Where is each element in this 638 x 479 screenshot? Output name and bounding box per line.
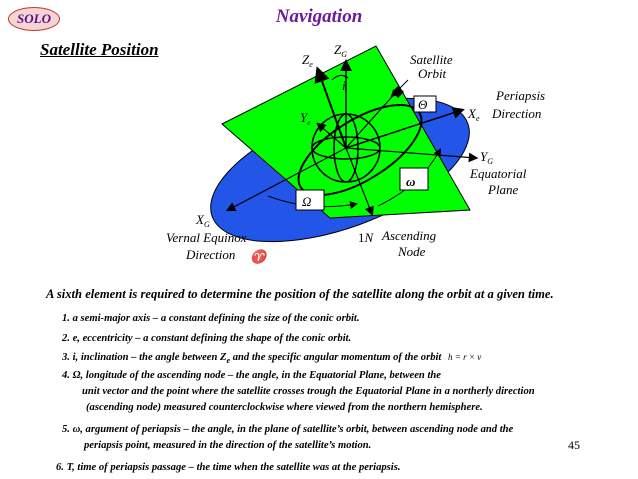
argument-periapsis-label: ω bbox=[406, 174, 415, 189]
ze-axis bbox=[314, 66, 347, 149]
xg-label: XG bbox=[195, 212, 210, 229]
aries-icon: ♈ bbox=[250, 249, 269, 264]
xg-axis bbox=[225, 147, 347, 212]
satellite-icon bbox=[392, 86, 404, 98]
ye-label: Ye bbox=[300, 110, 310, 127]
solo-badge: SOLO bbox=[8, 7, 60, 31]
inclination-arc bbox=[331, 74, 349, 81]
item-inclination-rest: and the specific angular momentum of the… bbox=[230, 352, 442, 363]
item-ascending-node-2: unit vector and the point where the sate… bbox=[82, 386, 535, 397]
satellite-orbit-label: Satellite bbox=[410, 52, 453, 67]
item-ascending-node-1: 4. Ω, longitude of the ascending node – … bbox=[62, 370, 442, 381]
vernal-label-2: Direction bbox=[185, 247, 235, 262]
ascending-node-label-2: Node bbox=[397, 244, 426, 259]
omega-big-box bbox=[295, 189, 325, 211]
page-number: 45 bbox=[568, 438, 580, 452]
item-inclination: 3. i, inclination – the angle between Ze… bbox=[62, 352, 481, 365]
yg-axis bbox=[345, 147, 479, 163]
equatorial-label: Equatorial bbox=[469, 166, 527, 181]
vernal-label: Vernal Equinox bbox=[166, 230, 247, 245]
item-argument-periapsis-1: 5. ω, argument of periapsis – the angle,… bbox=[62, 424, 514, 435]
satellite-pointer bbox=[345, 89, 399, 149]
section-subtitle: Satellite Position bbox=[40, 40, 159, 59]
ascending-node-longitude-label: Ω bbox=[302, 194, 311, 209]
item-inclination-sub: e bbox=[226, 356, 231, 366]
item-ascending-node-3: (ascending node) measured counterclockwi… bbox=[86, 402, 483, 413]
ze-label: Ze bbox=[302, 52, 313, 69]
inclination-label: i bbox=[342, 78, 346, 93]
periapsis-label: Periapsis bbox=[495, 88, 545, 103]
node-line bbox=[345, 147, 374, 217]
theta-label: Θ bbox=[418, 97, 428, 112]
ascending-node-label: Ascending bbox=[381, 228, 437, 243]
node-vector-label: 1N bbox=[358, 230, 375, 245]
item-argument-periapsis-2: periapsis point, measured in the directi… bbox=[84, 440, 372, 451]
zg-label: ZG bbox=[334, 42, 347, 59]
angular-momentum-formula: h = r × v bbox=[448, 352, 482, 362]
ye-axis bbox=[316, 122, 347, 149]
item-inclination-text: 3. i, inclination – the angle between Z bbox=[62, 352, 227, 363]
item-time-periapsis: 6. T, time of periapsis passage – the ti… bbox=[56, 462, 401, 473]
xe-axis bbox=[345, 107, 465, 149]
page-title: Navigation bbox=[275, 6, 363, 27]
omega-small-box bbox=[399, 167, 429, 191]
satellite-orbit-label-2: Orbit bbox=[418, 66, 447, 81]
theta-box bbox=[413, 95, 437, 113]
item-eccentricity: 2. e, eccentricity – a constant defining… bbox=[62, 333, 352, 344]
xe-label: Xe bbox=[467, 106, 480, 123]
intro-text: A sixth element is required to determine… bbox=[46, 287, 554, 301]
equatorial-label-2: Plane bbox=[487, 182, 519, 197]
satellite-orbit bbox=[297, 104, 423, 196]
yg-label: YG bbox=[480, 149, 493, 166]
periapsis-label-2: Direction bbox=[491, 106, 541, 121]
item-semi-major-axis: 1. a semi-major axis – a constant defini… bbox=[62, 313, 360, 324]
